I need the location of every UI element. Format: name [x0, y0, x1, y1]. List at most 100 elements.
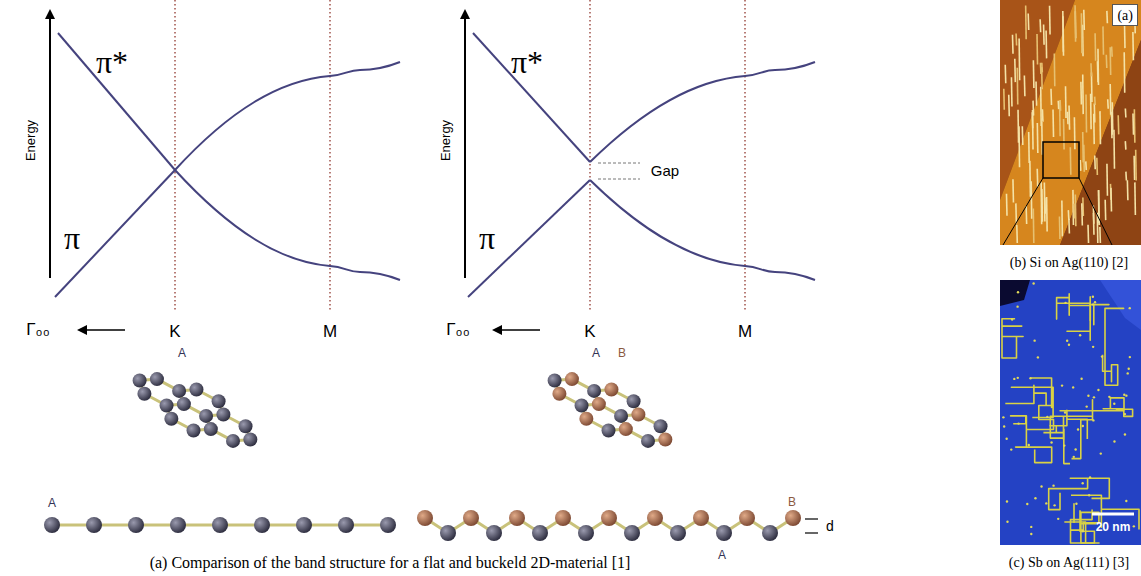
scale-label: 20 nm [1096, 521, 1131, 535]
sb-dot [1094, 301, 1096, 303]
sb-dot [1002, 416, 1004, 418]
sb-dot [1029, 377, 1031, 379]
stm-terrace [1000, 0, 1141, 245]
sb-dot [1052, 484, 1054, 486]
nanoribbon [1004, 65, 1006, 84]
atom [164, 412, 178, 426]
sb-dot [1005, 438, 1007, 440]
sublattice-label: A [48, 497, 56, 511]
band-label: π [64, 220, 80, 257]
nanoribbon [1099, 111, 1101, 144]
nanoribbon [1073, 204, 1075, 219]
band-label: π* [511, 44, 543, 81]
atom [578, 525, 594, 541]
sb-dot [1011, 318, 1013, 320]
nanoribbon [1106, 11, 1108, 23]
gap-label: Gap [651, 162, 679, 179]
atom [575, 399, 589, 413]
sb-dot [1046, 416, 1048, 418]
atom [296, 517, 312, 533]
nanoribbon [1080, 82, 1082, 105]
gap-marker [598, 163, 640, 164]
atom [254, 517, 270, 533]
atom [199, 409, 213, 423]
sb-dot [1113, 440, 1115, 442]
sb-chain [1057, 294, 1091, 321]
nanoribbon [1094, 104, 1096, 123]
nanoribbon [1083, 10, 1085, 30]
sb-dot [1045, 502, 1047, 504]
nanoribbon [1049, 6, 1051, 35]
nanoribbon [1057, 101, 1059, 109]
nanoribbon [1075, 194, 1077, 226]
nanoribbon [1068, 210, 1070, 220]
sb-dot [1101, 355, 1103, 357]
nanoribbon [1096, 158, 1098, 175]
sb-dot [1087, 395, 1089, 397]
sb-dot [1129, 307, 1131, 309]
atom [619, 422, 633, 436]
m-point-label: M [738, 322, 752, 342]
k-point-line [589, 0, 591, 312]
sb-dot [1017, 291, 1019, 293]
nanoribbon [1081, 13, 1083, 53]
nanoribbon [1070, 147, 1072, 174]
nanoribbon [1014, 59, 1016, 82]
atom [417, 510, 433, 526]
energy-axis [49, 14, 51, 278]
sb-dot [1125, 500, 1127, 502]
nanoribbon [1018, 126, 1020, 167]
nanoribbon [1040, 87, 1042, 126]
nanoribbon [1016, 68, 1018, 105]
nanoribbon [1029, 161, 1031, 197]
nanoribbon [1132, 32, 1134, 60]
sb-dot [1123, 394, 1125, 396]
nanoribbon [1032, 101, 1034, 116]
sublattice-label: A [178, 347, 186, 361]
nanoribbon [1117, 115, 1119, 134]
panel-tag: (a) [1117, 8, 1133, 23]
atom [555, 510, 571, 526]
atom [658, 432, 672, 446]
nanoribbon [1041, 189, 1043, 222]
sb-dot [1082, 530, 1084, 532]
atom [716, 525, 732, 541]
atom [762, 525, 778, 541]
nanoribbon [1033, 60, 1035, 88]
nanoribbon [1106, 164, 1108, 196]
sb-dot [1013, 378, 1015, 380]
atom [587, 384, 601, 398]
atom [579, 412, 593, 426]
nanoribbon [1125, 172, 1127, 181]
gap-marker [598, 179, 640, 180]
sb-dot [1037, 356, 1039, 358]
nanoribbon [1063, 119, 1065, 150]
nanoribbon [1065, 86, 1067, 118]
sb-dot [1017, 422, 1019, 424]
nanoribbon [1039, 19, 1041, 32]
k-point-label: K [169, 322, 180, 342]
sb-chains [1002, 282, 1139, 543]
atom [338, 517, 354, 533]
stm-ground [1000, 0, 1141, 245]
sb-dot [1085, 405, 1087, 407]
figure-caption: (b) Si on Ag(110) [2] [1010, 255, 1128, 271]
atom [647, 510, 663, 526]
buckling-marker [805, 532, 818, 533]
band-curve [590, 180, 815, 280]
sb-chain [1011, 416, 1052, 463]
nanoribbon [1053, 54, 1055, 87]
nanoribbon [1059, 100, 1061, 111]
nanoribbon [1040, 182, 1042, 224]
sb-dot [1064, 411, 1066, 413]
nanoribbon [1134, 109, 1136, 143]
band-curve [175, 170, 400, 280]
sb-dot [1075, 503, 1077, 505]
nanoribbon [1045, 30, 1047, 58]
band-line [58, 33, 175, 170]
nanoribbon [1135, 150, 1137, 181]
sb-dot [1034, 497, 1036, 499]
nanoribbon [1021, 126, 1023, 145]
nanoribbon [1132, 114, 1134, 135]
nanoribbon [1127, 180, 1129, 200]
